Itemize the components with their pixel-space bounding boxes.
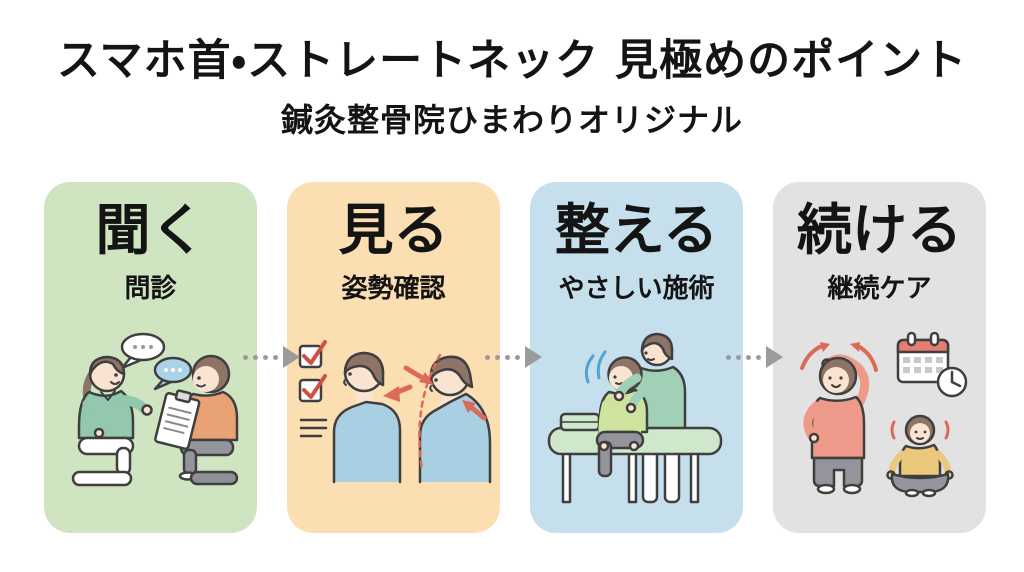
steps-row: 聞く 問診: [44, 182, 986, 533]
step-subtitle: やさしい施術: [558, 273, 715, 304]
flow-arrow-1: [243, 346, 300, 368]
flow-arrow-3: [726, 346, 783, 368]
step-card-listen: 聞く 問診: [44, 182, 257, 533]
continuing-care-illustration: [799, 331, 967, 498]
step-title: 続ける: [796, 198, 962, 262]
step-subtitle: 姿勢確認: [341, 273, 446, 304]
step-card-look: 見る 姿勢確認: [287, 182, 500, 533]
gentle-treatment-illustration: [547, 332, 722, 504]
page-subtitle: 鍼灸整骨院ひまわりオリジナル: [280, 101, 743, 140]
consultation-interview-illustration: [71, 332, 238, 487]
step-card-adjust: 整える やさしい施術: [530, 182, 743, 533]
step-subtitle: 問診: [124, 273, 177, 304]
step-title: 聞く: [95, 198, 206, 262]
arrow-head-icon: [283, 346, 300, 368]
flow-arrow-2: [485, 346, 542, 368]
step-title: 見る: [338, 198, 449, 262]
header: スマホ首・ストレートネック 見極めのポイント 鍼灸整骨院ひまわりオリジナル: [0, 36, 1024, 141]
step-subtitle: 継続ケア: [827, 273, 932, 304]
page-title: スマホ首・ストレートネック 見極めのポイント: [56, 36, 968, 86]
posture-check-illustration: [298, 340, 491, 484]
arrow-head-icon: [766, 346, 783, 368]
arrow-head-icon: [525, 346, 542, 368]
step-card-continue: 続ける 継続ケア: [773, 182, 986, 533]
step-title: 整える: [554, 198, 719, 262]
